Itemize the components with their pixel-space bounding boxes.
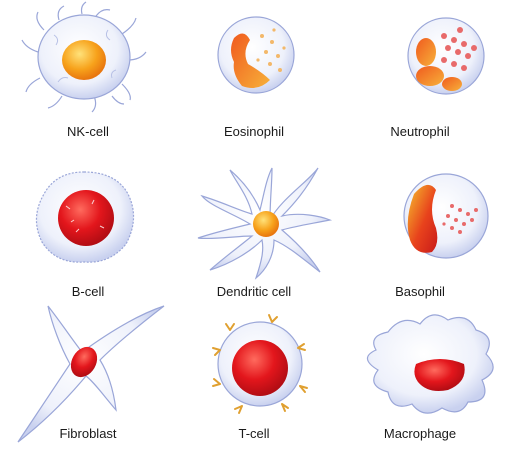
eosinophil-icon (170, 0, 338, 120)
cell-label: Neutrophil (336, 124, 504, 139)
cell-card-eosinophil: Eosinophil (170, 0, 338, 152)
cell-card-dendritic: Dendritic cell (170, 160, 338, 312)
cell-card-basophil: Basophil (336, 160, 504, 312)
dendritic-cell-icon (170, 160, 338, 280)
cell-card-fibroblast: Fibroblast (4, 302, 172, 454)
cell-label: Basophil (336, 284, 504, 299)
cell-card-nk: NK-cell (4, 0, 172, 152)
fibroblast-icon (4, 302, 172, 422)
basophil-icon (336, 160, 504, 280)
cell-label: Eosinophil (170, 124, 338, 139)
cell-card-neutrophil: Neutrophil (336, 0, 504, 152)
cell-label: Macrophage (336, 426, 504, 441)
cell-label: Dendritic cell (170, 284, 338, 299)
nk-cell-icon (4, 0, 172, 120)
cell-card-b-cell: B-cell (4, 160, 172, 312)
t-cell-icon (170, 302, 338, 422)
macrophage-icon (336, 302, 504, 422)
cell-card-t-cell: T-cell (170, 302, 338, 454)
cell-label: Fibroblast (4, 426, 172, 441)
b-cell-icon (4, 160, 172, 280)
cell-label: B-cell (4, 284, 172, 299)
cell-card-macrophage: Macrophage (336, 302, 504, 454)
neutrophil-icon (336, 0, 504, 120)
cell-label: T-cell (170, 426, 338, 441)
cell-label: NK-cell (4, 124, 172, 139)
